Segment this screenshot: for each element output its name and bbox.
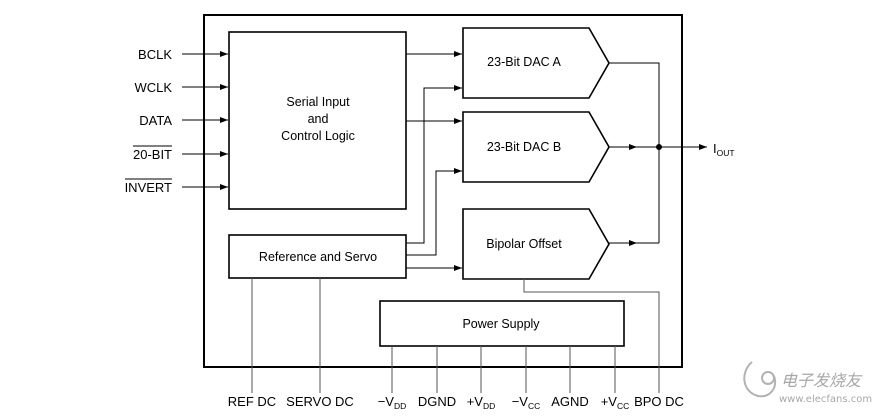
pin-agnd: AGND [551,394,589,409]
dac-b-label: 23-Bit DAC B [487,140,561,154]
serial-line-2: and [308,112,329,126]
watermark-text: 电子发烧友 [781,371,863,390]
input-data: DATA [139,113,172,128]
pin-neg-vcc: −VCC [512,394,541,411]
reference-servo-block [228,234,407,279]
power-supply-block [379,300,625,347]
bipolar-offset-block [462,208,610,280]
pin-pos-vdd: +VDD [467,394,496,411]
watermark-logo-icon [743,361,776,398]
bpo-dc-line [523,279,660,393]
serial-line-3: Control Logic [281,129,355,143]
serial-control-block [228,31,407,210]
chip-outline [203,14,683,368]
pin-pos-vcc: +VCC [601,394,630,411]
input-wclk: WCLK [134,80,172,95]
watermark-url: www.elecfans.com [779,394,872,405]
iout-label: IOUT [713,141,735,158]
pin-dgnd: DGND [418,394,456,409]
power-supply-label: Power Supply [462,317,540,331]
input-invert: INVERT [125,180,172,195]
dac-b-block [462,111,610,183]
reference-servo-label: Reference and Servo [259,250,377,264]
watermark: 电子发烧友 www.elecfans.com [743,361,872,405]
input-bclk: BCLK [138,47,172,62]
ref-to-dac-a [406,85,462,244]
pin-neg-vdd: −VDD [378,394,407,411]
pin-ref-dc: REF DC [228,394,276,409]
dac-a-label: 23-Bit DAC A [487,55,561,69]
input-20bit: 20-BIT [133,147,172,162]
ref-to-dac-b [406,168,462,256]
bipolar-offset-label: Bipolar Offset [486,237,562,251]
pin-servo-dc: SERVO DC [286,394,354,409]
dac-a-output [609,62,660,243]
serial-line-1: Serial Input [286,95,350,109]
dac-a-block [462,27,610,99]
pin-bpo-dc: BPO DC [634,394,684,409]
